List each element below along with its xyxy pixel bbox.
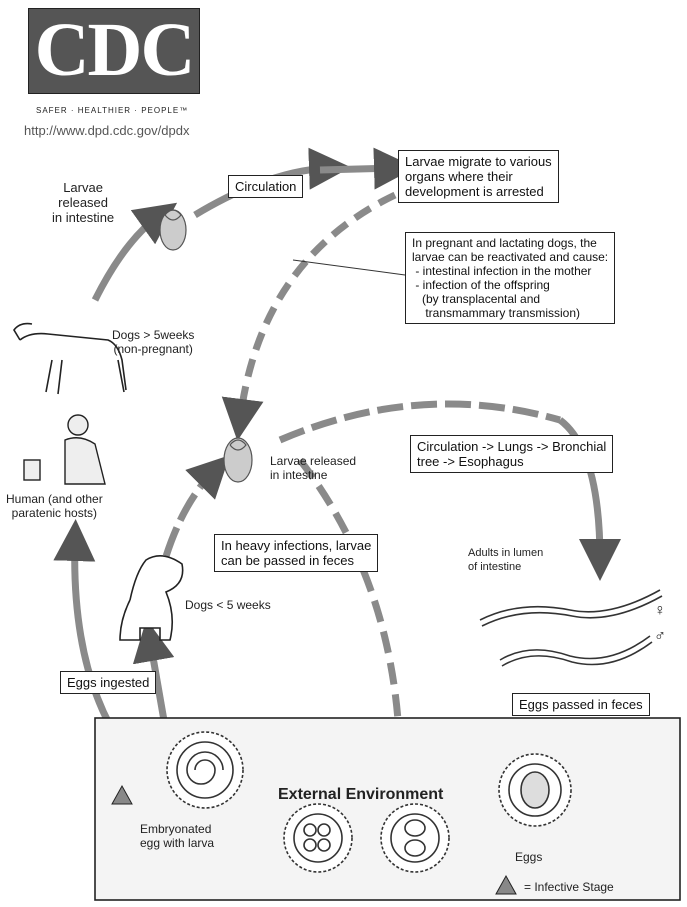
human-icon	[23, 414, 106, 485]
cdc-tagline: SAFER · HEALTHIER · PEOPLE™	[36, 106, 189, 115]
arrow-arrested-reactivated	[221, 191, 397, 441]
label-larvae-released-mid: Larvae released in intestine	[270, 454, 357, 482]
cdc-logo-graphic	[28, 8, 200, 94]
infective-triangle-icon	[111, 784, 133, 805]
label-circulation-path: Circulation -> Lungs -> Bronchial tree -…	[410, 435, 614, 473]
label-dogs-old: Dogs > 5weeks (non-pregnant)	[112, 328, 195, 356]
larvae-top-icon	[159, 209, 187, 251]
cdc-logo: CDC	[28, 8, 200, 94]
puppy-icon	[119, 555, 184, 641]
male-symbol: ♂	[654, 628, 666, 645]
cdc-logo-text: CDC	[34, 8, 196, 92]
female-symbol: ♀	[654, 602, 666, 619]
arrow-larvae-to-lungs	[278, 400, 561, 444]
morula-egg-icon	[283, 803, 353, 873]
arrow-dog-to-larvae-top	[91, 202, 178, 302]
label-adults: Adults in lumen of intestine	[468, 547, 544, 573]
label-external-environment: External Environment	[278, 786, 444, 803]
label-eggs: Eggs	[515, 850, 543, 864]
label-eggs-passed: Eggs passed in feces	[512, 693, 650, 716]
embryonated-egg-icon	[166, 731, 244, 809]
arrow-circulation-to-migrate	[319, 147, 416, 190]
label-heavy-infections: In heavy infections, larvae can be passe…	[214, 534, 379, 572]
label-circulation: Circulation	[228, 175, 304, 198]
label-embryonated: Embryonated egg with larva	[140, 822, 215, 850]
label-larvae-released-top: Larvae released in intestine	[52, 180, 115, 225]
arrow-heavy-to-feces	[297, 457, 421, 791]
label-infective-stage: = Infective Stage	[524, 880, 614, 894]
larvae-mid-icon	[223, 437, 253, 483]
unembryonated-egg-icon	[498, 753, 572, 827]
label-human: Human (and other paratenic hosts)	[6, 492, 103, 520]
cleaving-egg-icon	[380, 803, 450, 873]
pointer-line	[292, 259, 406, 276]
label-pregnant-note: In pregnant and lactating dogs, the larv…	[405, 232, 616, 324]
label-larvae-migrate: Larvae migrate to various organs where t…	[398, 150, 559, 203]
source-url: http://www.dpd.cdc.gov/dpdx	[24, 123, 190, 138]
adult-dog-icon	[13, 322, 127, 395]
adult-worms-icon	[479, 589, 663, 667]
infective-legend-triangle-icon	[495, 874, 517, 895]
label-eggs-ingested: Eggs ingested	[60, 671, 157, 694]
label-dogs-young: Dogs < 5 weeks	[185, 598, 271, 612]
